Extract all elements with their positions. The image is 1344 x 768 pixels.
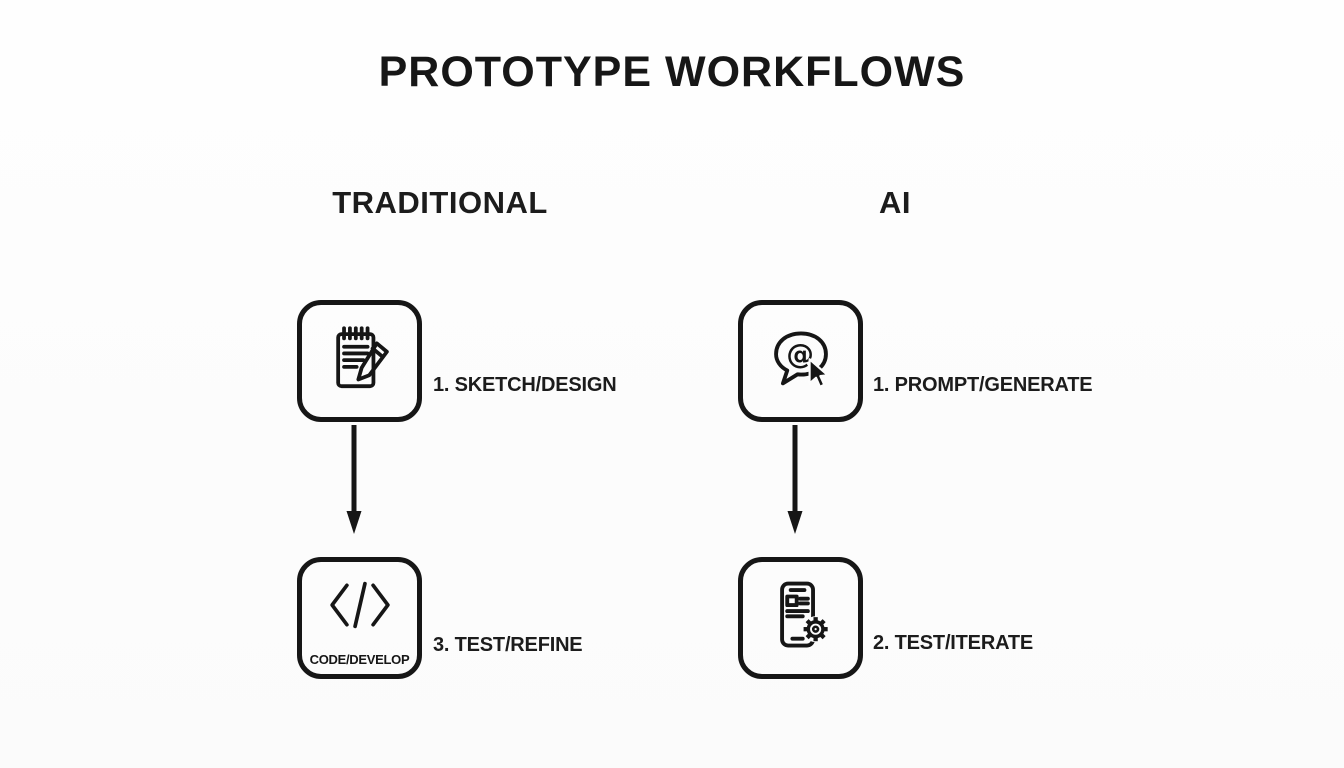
smartphone-gear-icon	[779, 581, 829, 648]
code-develop-caption: CODE/DEVELOP	[309, 652, 410, 667]
ai-step2-box	[738, 557, 863, 679]
code-brackets-icon	[329, 581, 390, 628]
traditional-step2-label: 3. TEST/REFINE	[433, 634, 583, 656]
ai-step1-box: @	[738, 300, 863, 422]
gear-icon	[802, 616, 829, 643]
column-heading-traditional: TRADITIONAL	[332, 185, 548, 220]
traditional-step1-label: 1. SKETCH/DESIGN	[433, 374, 617, 396]
traditional-step1-box	[297, 300, 422, 422]
notepad-pencil-icon	[335, 326, 389, 389]
down-arrow-ai	[787, 425, 803, 534]
ai-step1-label: 1. PROMPT/GENERATE	[873, 374, 1093, 396]
column-heading-ai: AI	[879, 185, 911, 220]
traditional-step2-box: CODE/DEVELOP	[297, 557, 422, 679]
down-arrow-traditional	[346, 425, 362, 534]
page-title: PROTOTYPE WORKFLOWS	[378, 48, 966, 96]
ai-step2-label: 2. TEST/ITERATE	[873, 632, 1033, 654]
chat-bubble-at-cursor-icon: @	[773, 331, 829, 388]
